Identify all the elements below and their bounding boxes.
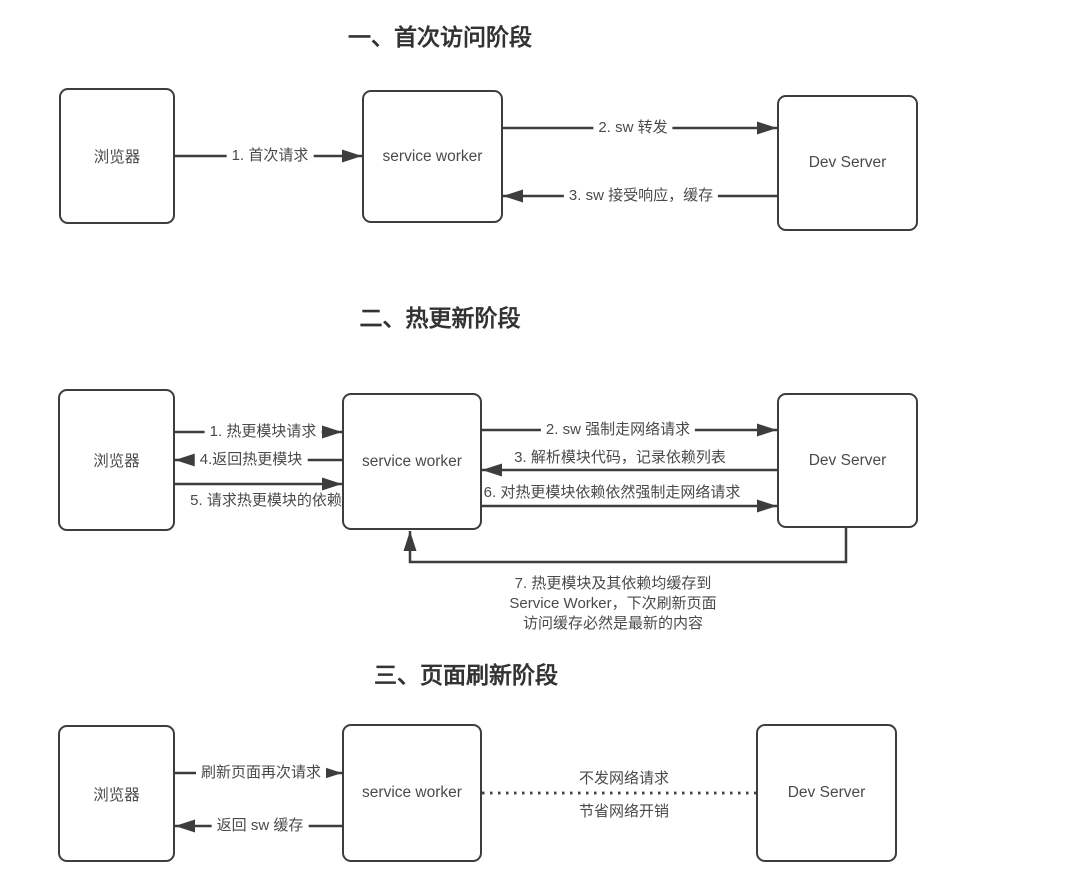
section-title-page-refresh: 三、页面刷新阶段 (374, 662, 558, 688)
s3-browser-node: 浏览器 (58, 725, 175, 862)
s3-edge-label-refresh-request: 刷新页面再次请求 (195, 764, 327, 782)
s2-edge-label-hot-module-request: 1. 热更模块请求 (204, 423, 322, 441)
s2-edge-label-request-deps: 5. 请求热更模块的依赖 (190, 492, 342, 509)
s2-edge-label-return-hot-module: 4.返回热更模块 (194, 451, 308, 469)
s1-dev-server-node: Dev Server (777, 95, 918, 231)
s1-service-worker-node: service worker (362, 90, 503, 223)
s1-browser-node: 浏览器 (59, 88, 175, 224)
s2-browser-node: 浏览器 (58, 389, 175, 531)
s2-edge-label-deps-force-network: 6. 对热更模块依赖依然强制走网络请求 (483, 484, 741, 501)
s2-service-worker-node: service worker (342, 393, 482, 530)
s3-edge-label-no-network: 不发网络请求 (578, 770, 670, 787)
s1-edge-label-first-request: 1. 首次请求 (226, 147, 314, 165)
s2-edge-label-parse-module: 3. 解析模块代码，记录依赖列表 (514, 449, 726, 466)
s1-edge-label-sw-forward: 2. sw 转发 (593, 119, 673, 137)
s3-edge-label-save-network: 节省网络开销 (578, 803, 670, 820)
s1-edge-label-sw-receive-cache: 3. sw 接受响应，缓存 (563, 187, 719, 205)
s2-dev-server-node: Dev Server (777, 393, 918, 528)
s2-edge-label-cache-to-sw: 7. 热更模块及其依赖均缓存到 Service Worker，下次刷新页面 访问… (509, 575, 717, 632)
s2-edge-label-force-network: 2. sw 强制走网络请求 (540, 421, 696, 439)
s3-dev-server-node: Dev Server (756, 724, 897, 862)
s2-cache-to-sw-arrow (403, 528, 848, 564)
section-title-hot-update: 二、热更新阶段 (359, 305, 521, 331)
s3-service-worker-node: service worker (342, 724, 482, 862)
s3-edge-label-return-cache: 返回 sw 缓存 (211, 817, 309, 835)
section-title-first-visit: 一、首次访问阶段 (348, 24, 532, 50)
